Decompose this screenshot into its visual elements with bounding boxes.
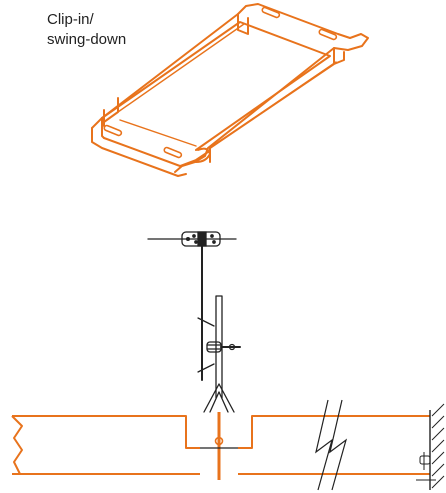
tile-back-edge: [237, 13, 249, 35]
left-break-mark: [11, 415, 23, 475]
ceiling-panel-section: [11, 412, 430, 480]
break-symbol: [315, 399, 348, 491]
wall-detail: [416, 403, 445, 490]
wall-fixing: [419, 455, 431, 465]
caption-line-1: Clip-in/: [47, 11, 94, 28]
left-panel: [12, 415, 200, 475]
caption-line-2: swing-down: [47, 31, 127, 48]
bracket-ticks: [197, 317, 215, 373]
tile-front-hook: [195, 147, 211, 163]
tile-slots: [103, 6, 338, 159]
tile-inner-top-edge: [101, 21, 331, 151]
tile-perspective-lines: [117, 23, 337, 149]
suspension-detail: [147, 231, 241, 413]
ceiling-tile-isometric: [91, 3, 369, 177]
tile-front-edge: [103, 137, 209, 167]
tile-right-wall: [209, 47, 345, 163]
right-panel: [238, 415, 430, 475]
spring-clip: [203, 383, 235, 413]
adjuster-screw: [206, 341, 241, 353]
joint-pin: [214, 436, 224, 446]
caption: Clip-in/ swing-down: [47, 10, 187, 50]
tile-top-flange: [91, 3, 369, 173]
